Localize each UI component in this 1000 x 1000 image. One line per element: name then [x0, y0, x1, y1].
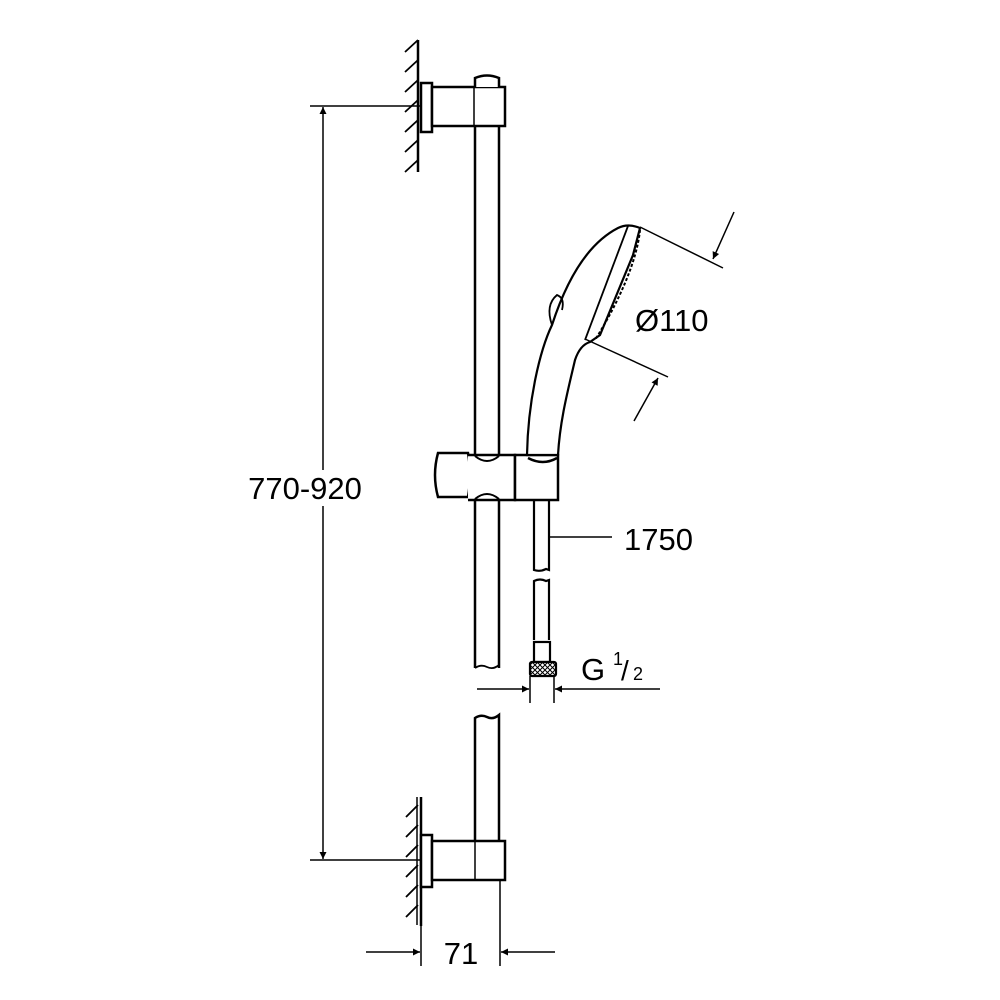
dimension-label-wall-projection: 71 [444, 936, 478, 971]
thread-label-prefix: G [581, 652, 605, 687]
thread-label-numerator: 1 [613, 649, 623, 669]
dimension-label-hose-length: 1750 [624, 522, 693, 557]
dimension-label-head-diameter: Ø110 [635, 303, 709, 338]
shower-rail [473, 126, 501, 843]
thread-label-denominator: 2 [633, 664, 643, 684]
dimension-rail-height [310, 105, 421, 861]
dimension-thread [477, 676, 660, 703]
thread-label-slash: / [621, 655, 629, 686]
dimension-wall-projection [366, 880, 555, 966]
dimension-label-rail-height: 770-920 [248, 471, 362, 506]
dimension-head-diameter [584, 211, 735, 422]
rail-slider [433, 451, 560, 502]
bottom-wall-bracket [419, 833, 507, 889]
bottom-wall [405, 797, 423, 926]
hand-shower [525, 224, 642, 464]
top-wall-bracket [419, 74, 507, 134]
shower-hose [528, 500, 558, 678]
